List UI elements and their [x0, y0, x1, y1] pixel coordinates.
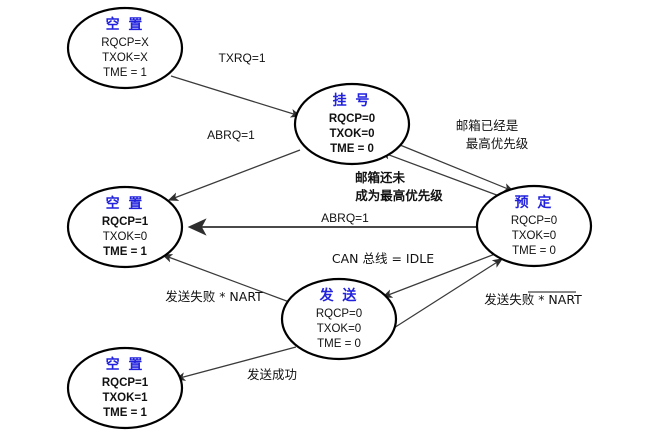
- state-node-empty-bottom[interactable]: 空 置 RQCP=1 TXOK=1 TME = 1: [66, 346, 184, 430]
- state-title: 空 置: [106, 195, 145, 212]
- state-flag-rqcp: RQCP=0: [511, 215, 557, 227]
- edge-label-abrq-pending: ABRQ=1: [207, 128, 255, 142]
- state-flag-txok: TXOK=0: [317, 323, 361, 335]
- edge-label-can-bus-idle: CAN 总线 = IDLE: [332, 251, 434, 266]
- state-ellipse: [66, 6, 184, 90]
- state-flag-tme: TME = 1: [103, 246, 147, 258]
- state-node-pending[interactable]: 挂 号 RQCP=0 TXOK=0 TME = 0: [293, 82, 411, 166]
- state-node-empty-top[interactable]: 空 置 RQCP=X TXOK=X TME = 1: [66, 6, 184, 90]
- edge-label-txrq: TXRQ=1: [218, 51, 265, 65]
- state-ellipse: [280, 277, 398, 361]
- edge-label-not-highest-priority-line1: 邮箱还未: [355, 170, 406, 185]
- edge-label-highest-priority-line2: 最高优先级: [466, 136, 529, 151]
- state-node-transmit[interactable]: 发 送 RQCP=0 TXOK=0 TME = 0: [280, 277, 398, 361]
- state-title: 挂 号: [333, 92, 372, 109]
- edge-label-highest-priority-line1: 邮箱已经是: [456, 118, 519, 133]
- state-ellipse: [293, 82, 411, 166]
- state-flag-tme: TME = 0: [330, 143, 374, 155]
- state-node-scheduled[interactable]: 预 定 RQCP=0 TXOK=0 TME = 0: [475, 184, 593, 268]
- edge-label-not-highest-priority-line2: 成为最高优先级: [355, 188, 443, 203]
- state-flag-rqcp: RQCP=1: [102, 377, 149, 389]
- edge-label-send-fail-nart: 发送失败 * NART: [165, 289, 263, 304]
- state-flag-rqcp: RQCP=X: [101, 37, 149, 49]
- edge-mailbox-highest-priority: [399, 144, 515, 192]
- edge-abrq-pending-to-empty: [167, 149, 301, 201]
- state-ellipse: [66, 185, 184, 269]
- state-ellipse: [475, 184, 593, 268]
- state-flag-tme: TME = 0: [317, 338, 361, 350]
- state-flag-txok: TXOK=0: [512, 230, 556, 242]
- state-flag-tme: TME = 0: [512, 245, 556, 257]
- state-flag-rqcp: RQCP=0: [316, 308, 362, 320]
- state-flag-txok: TXOK=X: [102, 52, 148, 64]
- state-title: 空 置: [106, 16, 145, 33]
- state-flag-tme: TME = 1: [103, 407, 147, 419]
- state-flag-txok: TXOK=1: [102, 392, 148, 404]
- state-title: 预 定: [515, 194, 554, 211]
- state-flag-tme: TME = 1: [103, 67, 147, 79]
- edge-labels-layer: TXRQ=1 ABRQ=1 邮箱已经是 最高优先级 邮箱还未 成为最高优先级 A…: [165, 51, 582, 382]
- state-title: 空 置: [106, 356, 145, 373]
- edge-send-fail-nart: [161, 254, 293, 304]
- edge-send-fail-not-nart: [385, 258, 504, 334]
- edge-mailbox-not-highest-priority: [379, 151, 503, 198]
- state-title: 发 送: [319, 287, 359, 304]
- edge-label-abrq-scheduled: ABRQ=1: [321, 211, 369, 225]
- nodes-layer: 空 置 RQCP=X TXOK=X TME = 1 挂 号 RQCP=0 TXO…: [66, 6, 593, 430]
- edge-send-success: [174, 346, 297, 381]
- state-flag-txok: TXOK=0: [329, 128, 374, 140]
- state-flag-txok: TXOK=0: [103, 231, 147, 243]
- edges-layer: [161, 75, 515, 381]
- state-ellipse: [66, 346, 184, 430]
- edge-label-send-success: 发送成功: [247, 367, 297, 382]
- state-flag-rqcp: RQCP=0: [329, 113, 375, 125]
- edge-txrq: [170, 75, 302, 118]
- state-flag-rqcp: RQCP=1: [102, 216, 149, 228]
- state-node-empty-middle[interactable]: 空 置 RQCP=1 TXOK=0 TME = 1: [66, 185, 184, 269]
- edge-label-send-fail-not-nart: 发送失败 * NART: [484, 292, 582, 307]
- edge-can-bus-idle: [381, 253, 496, 298]
